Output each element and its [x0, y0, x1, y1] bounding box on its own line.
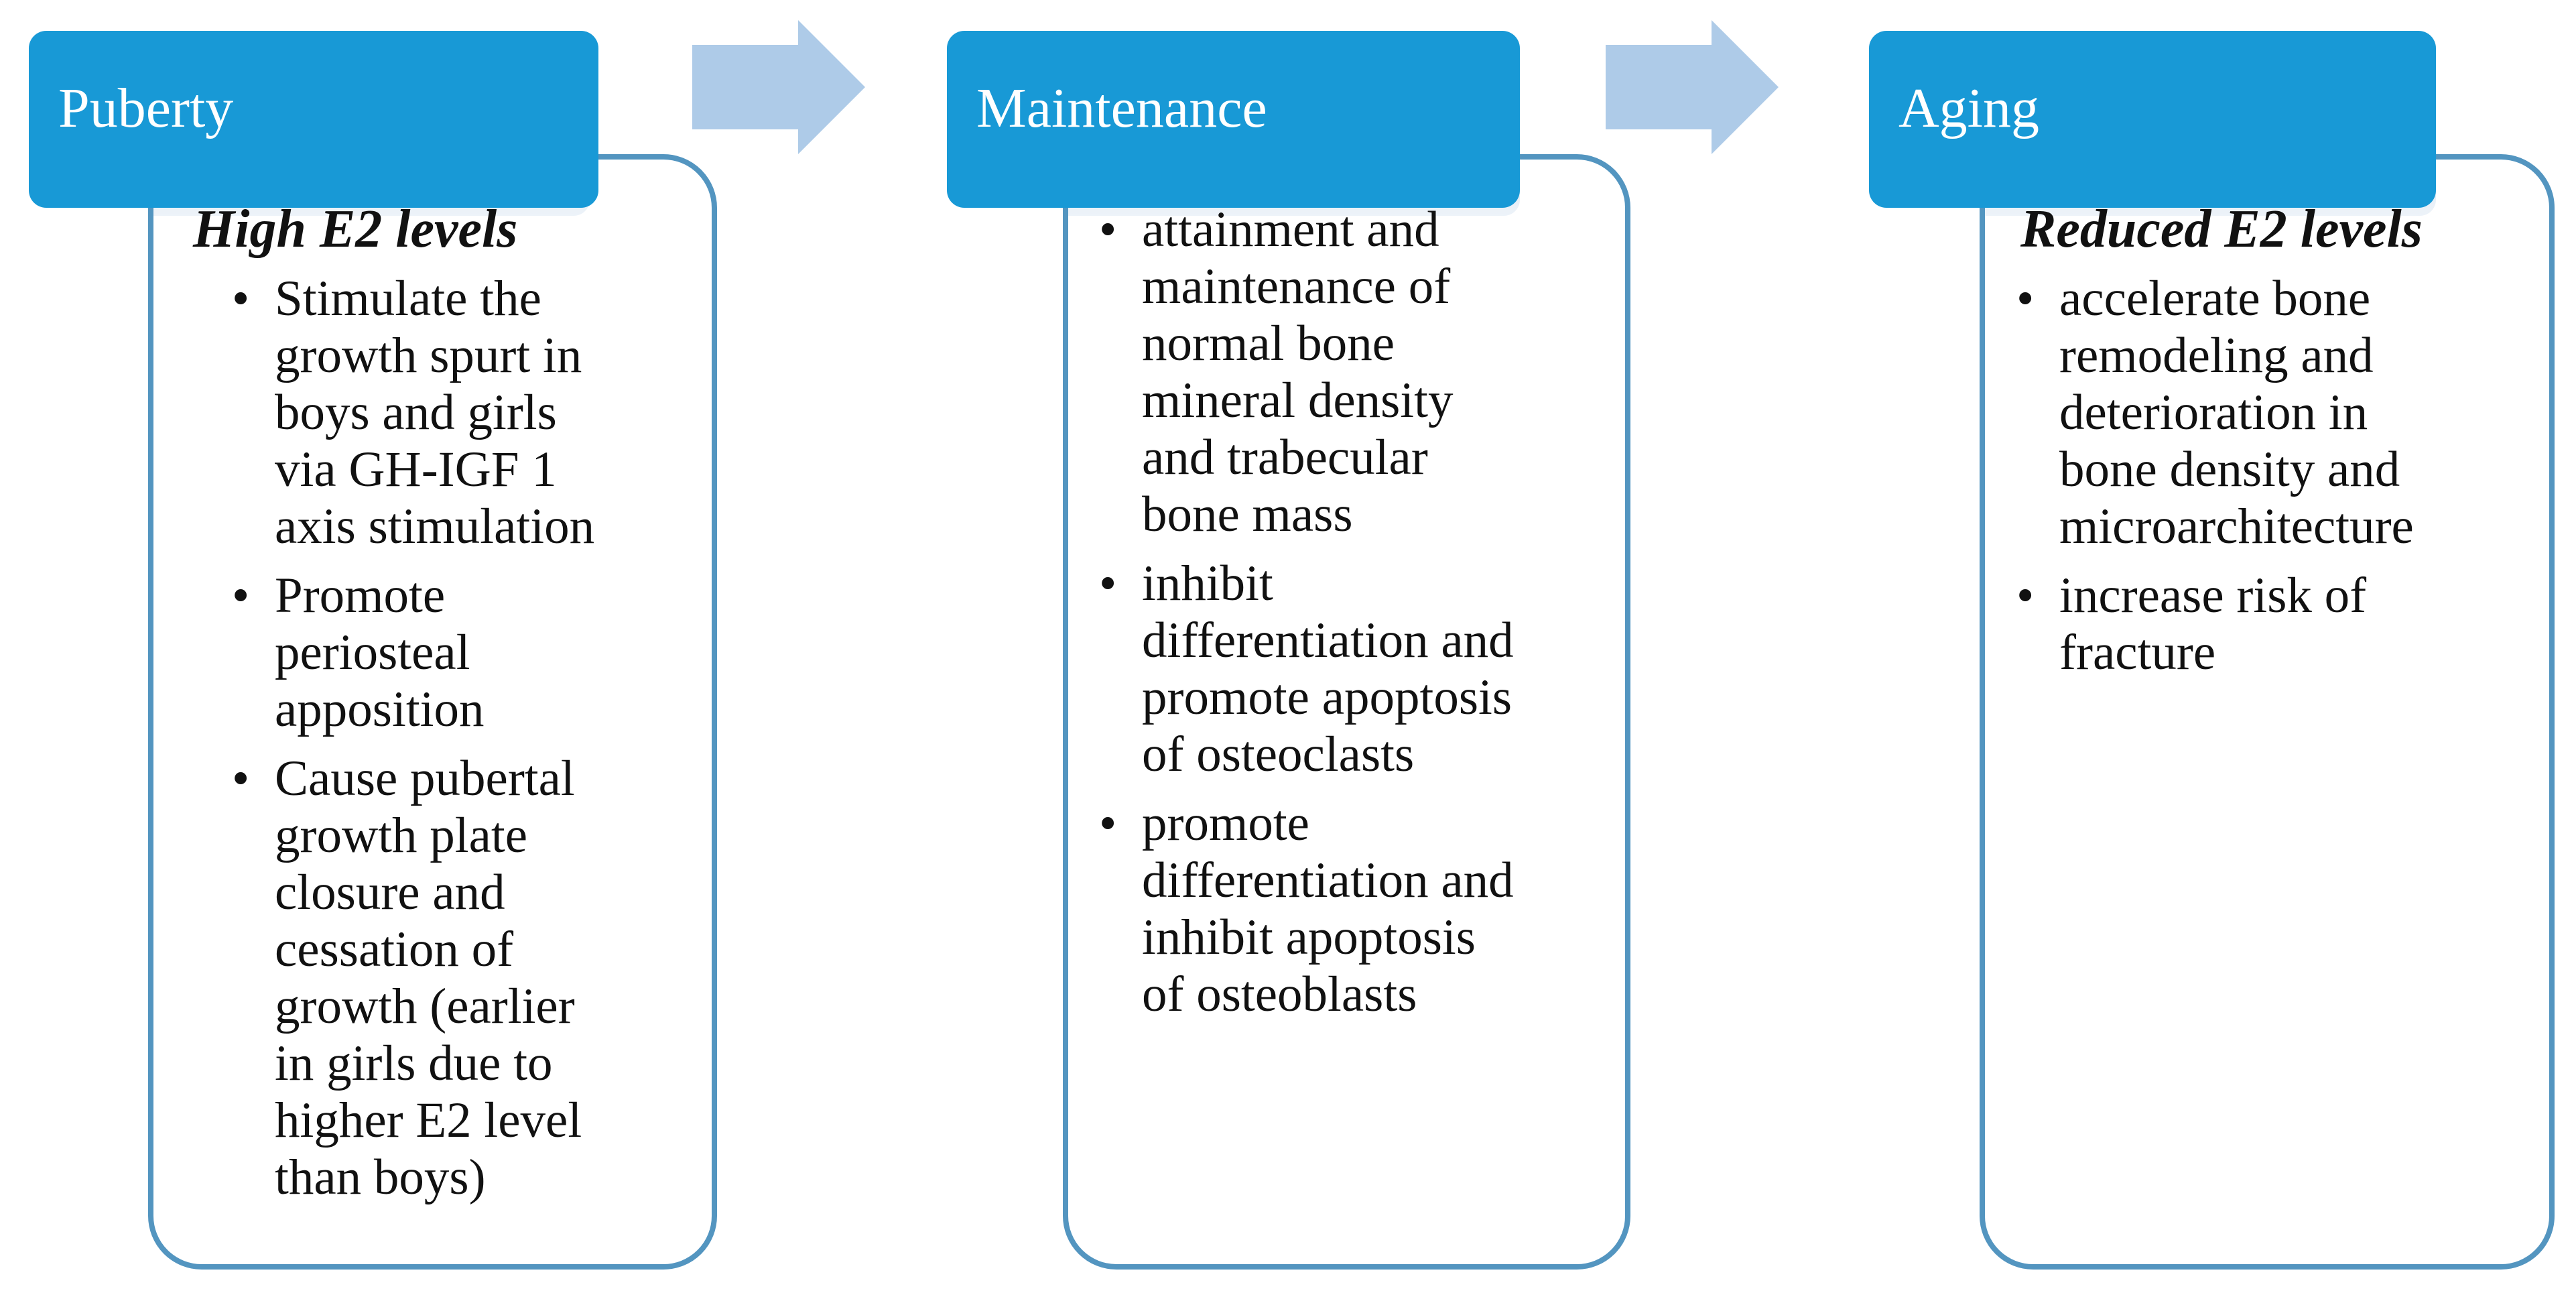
bullet-icon: • — [2016, 271, 2035, 326]
bullet-icon: • — [232, 271, 250, 326]
list-item-text: Promote periosteal apposition — [275, 568, 485, 737]
stage-header-aging: Aging — [1869, 31, 2436, 208]
stage-text-puberty: High E2 levels • Stimulate the growth sp… — [193, 201, 704, 1206]
stage-subtitle-high-e2: High E2 levels — [193, 200, 518, 259]
bullet-icon: • — [1099, 796, 1117, 851]
bullet-icon: • — [232, 568, 250, 623]
list-item: • Cause pubertal growth plate closure an… — [232, 750, 704, 1206]
list-item: • increase risk of fracture — [2016, 567, 2528, 681]
stage-header-puberty: Puberty — [29, 31, 598, 208]
bullet-icon: • — [2016, 568, 2035, 623]
bullet-icon: • — [1099, 556, 1117, 611]
list-item-text: Cause pubertal growth plate closure and … — [275, 751, 582, 1205]
list-item: • Promote periosteal apposition — [232, 567, 704, 738]
stage-subtitle-reduced-e2: Reduced E2 levels — [2020, 200, 2423, 259]
list-item-text: accelerate bone remodeling and deteriora… — [2059, 271, 2414, 554]
list-item-text: inhibit differentiation and promote apop… — [1142, 556, 1514, 782]
list-item: • accelerate bone remodeling and deterio… — [2016, 270, 2528, 555]
list-item: • inhibit differentiation and promote ap… — [1099, 555, 1611, 783]
stage-header-maintenance-label: Maintenance — [976, 77, 1267, 139]
bullet-icon: • — [232, 751, 250, 806]
stage-header-maintenance: Maintenance — [947, 31, 1520, 208]
list-item-text: promote differentiation and inhibit apop… — [1142, 796, 1514, 1022]
flow-arrow-icon — [692, 20, 866, 154]
list-item-text: attainment and maintenance of normal bon… — [1142, 202, 1454, 542]
list-item-text: increase risk of fracture — [2059, 568, 2367, 680]
stage-header-aging-label: Aging — [1898, 77, 2039, 139]
list-item: • attainment and maintenance of normal b… — [1099, 201, 1611, 543]
list-item: • Stimulate the growth spurt in boys and… — [232, 270, 704, 555]
stage-header-puberty-label: Puberty — [58, 77, 234, 139]
bullet-icon: • — [1099, 202, 1117, 257]
list-item-text: Stimulate the growth spurt in boys and g… — [275, 271, 595, 554]
flow-arrow-icon — [1606, 20, 1780, 154]
stage-text-aging: Reduced E2 levels • accelerate bone remo… — [2016, 201, 2528, 681]
list-item: • promote differentiation and inhibit ap… — [1099, 795, 1611, 1023]
stage-text-maintenance: • attainment and maintenance of normal b… — [1099, 201, 1611, 1023]
